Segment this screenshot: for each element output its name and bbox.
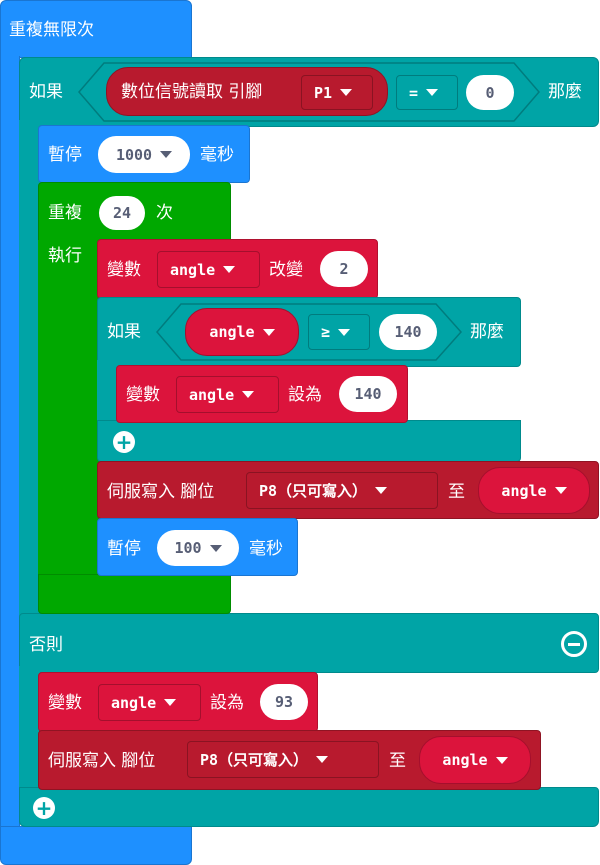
change-action-label: 改變 xyxy=(269,260,303,280)
change-variable-label: 變數 xyxy=(107,260,141,280)
set-action-label: 設為 xyxy=(288,385,322,405)
operator-dropdown[interactable]: = xyxy=(396,75,458,110)
pin-dropdown[interactable]: P1 xyxy=(301,75,373,110)
change-value-input[interactable]: 2 xyxy=(320,251,368,287)
repeat-count-input[interactable]: 24 xyxy=(99,196,145,230)
inner-if-label: 如果 xyxy=(107,322,141,342)
inner-then-label: 那麼 xyxy=(470,322,504,342)
else-servo-pin-dropdown[interactable]: P8（只可寫入） xyxy=(187,741,379,778)
else-servo-value-reporter[interactable]: angle xyxy=(419,736,531,784)
else-set-action: 設為 xyxy=(210,693,244,713)
add-else-icon[interactable]: + xyxy=(113,431,135,453)
set-variable-label: 變數 xyxy=(126,385,160,405)
else-set-label: 變數 xyxy=(48,693,82,713)
servo-to-label: 至 xyxy=(448,482,465,502)
pause-100-dropdown[interactable]: 100 xyxy=(157,530,239,566)
add-else-if-icon[interactable]: + xyxy=(33,797,55,819)
inner-var-reporter[interactable]: angle xyxy=(185,308,299,356)
pause-label: 暫停 xyxy=(48,145,82,165)
chevron-down-icon xyxy=(316,756,329,763)
chevron-down-icon xyxy=(164,699,177,706)
forever-label: 重複無限次 xyxy=(9,20,94,40)
chevron-down-icon xyxy=(223,266,236,273)
inner-compare-input[interactable]: 140 xyxy=(379,314,437,350)
digital-read-label: 數位信號讀取 引腳 xyxy=(121,81,263,102)
set-value-input[interactable]: 140 xyxy=(339,376,397,412)
pause-100-unit: 毫秒 xyxy=(249,539,283,559)
chevron-down-icon xyxy=(338,328,351,336)
pause-value-dropdown[interactable]: 1000 xyxy=(98,136,190,173)
servo-value-reporter[interactable]: angle xyxy=(478,467,590,514)
pause-100-label: 暫停 xyxy=(107,539,141,559)
chevron-down-icon xyxy=(426,89,439,96)
forever-block[interactable] xyxy=(0,0,192,58)
inner-operator-dropdown[interactable]: ≥ xyxy=(308,314,370,350)
if-label: 如果 xyxy=(29,82,63,102)
repeat-label: 重複 xyxy=(48,203,82,223)
repeat-do-label: 執行 xyxy=(48,246,82,266)
else-section xyxy=(19,613,599,673)
else-servo-label: 伺服寫入 腳位 xyxy=(48,751,156,771)
set-variable-dropdown[interactable]: angle xyxy=(176,376,279,413)
remove-else-icon[interactable] xyxy=(561,631,587,657)
chevron-down-icon xyxy=(495,756,508,764)
compare-value-input[interactable]: 0 xyxy=(466,75,514,110)
servo-pin-dropdown[interactable]: P8（只可寫入） xyxy=(246,472,438,509)
chevron-down-icon xyxy=(375,487,388,494)
variable-dropdown[interactable]: angle xyxy=(157,251,260,288)
else-servo-to-label: 至 xyxy=(389,751,406,771)
then-label: 那麼 xyxy=(548,82,582,102)
chevron-down-icon xyxy=(262,328,275,336)
chevron-down-icon xyxy=(340,89,353,96)
else-label: 否則 xyxy=(29,635,63,655)
else-set-value-input[interactable]: 93 xyxy=(260,684,308,720)
repeat-times-label: 次 xyxy=(156,203,173,223)
chevron-down-icon xyxy=(554,487,567,494)
chevron-down-icon xyxy=(209,544,222,552)
servo-write-label: 伺服寫入 腳位 xyxy=(107,482,215,502)
pause-unit: 毫秒 xyxy=(200,145,234,165)
chevron-down-icon xyxy=(242,391,255,398)
chevron-down-icon xyxy=(160,151,173,158)
else-variable-dropdown[interactable]: angle xyxy=(98,684,201,721)
